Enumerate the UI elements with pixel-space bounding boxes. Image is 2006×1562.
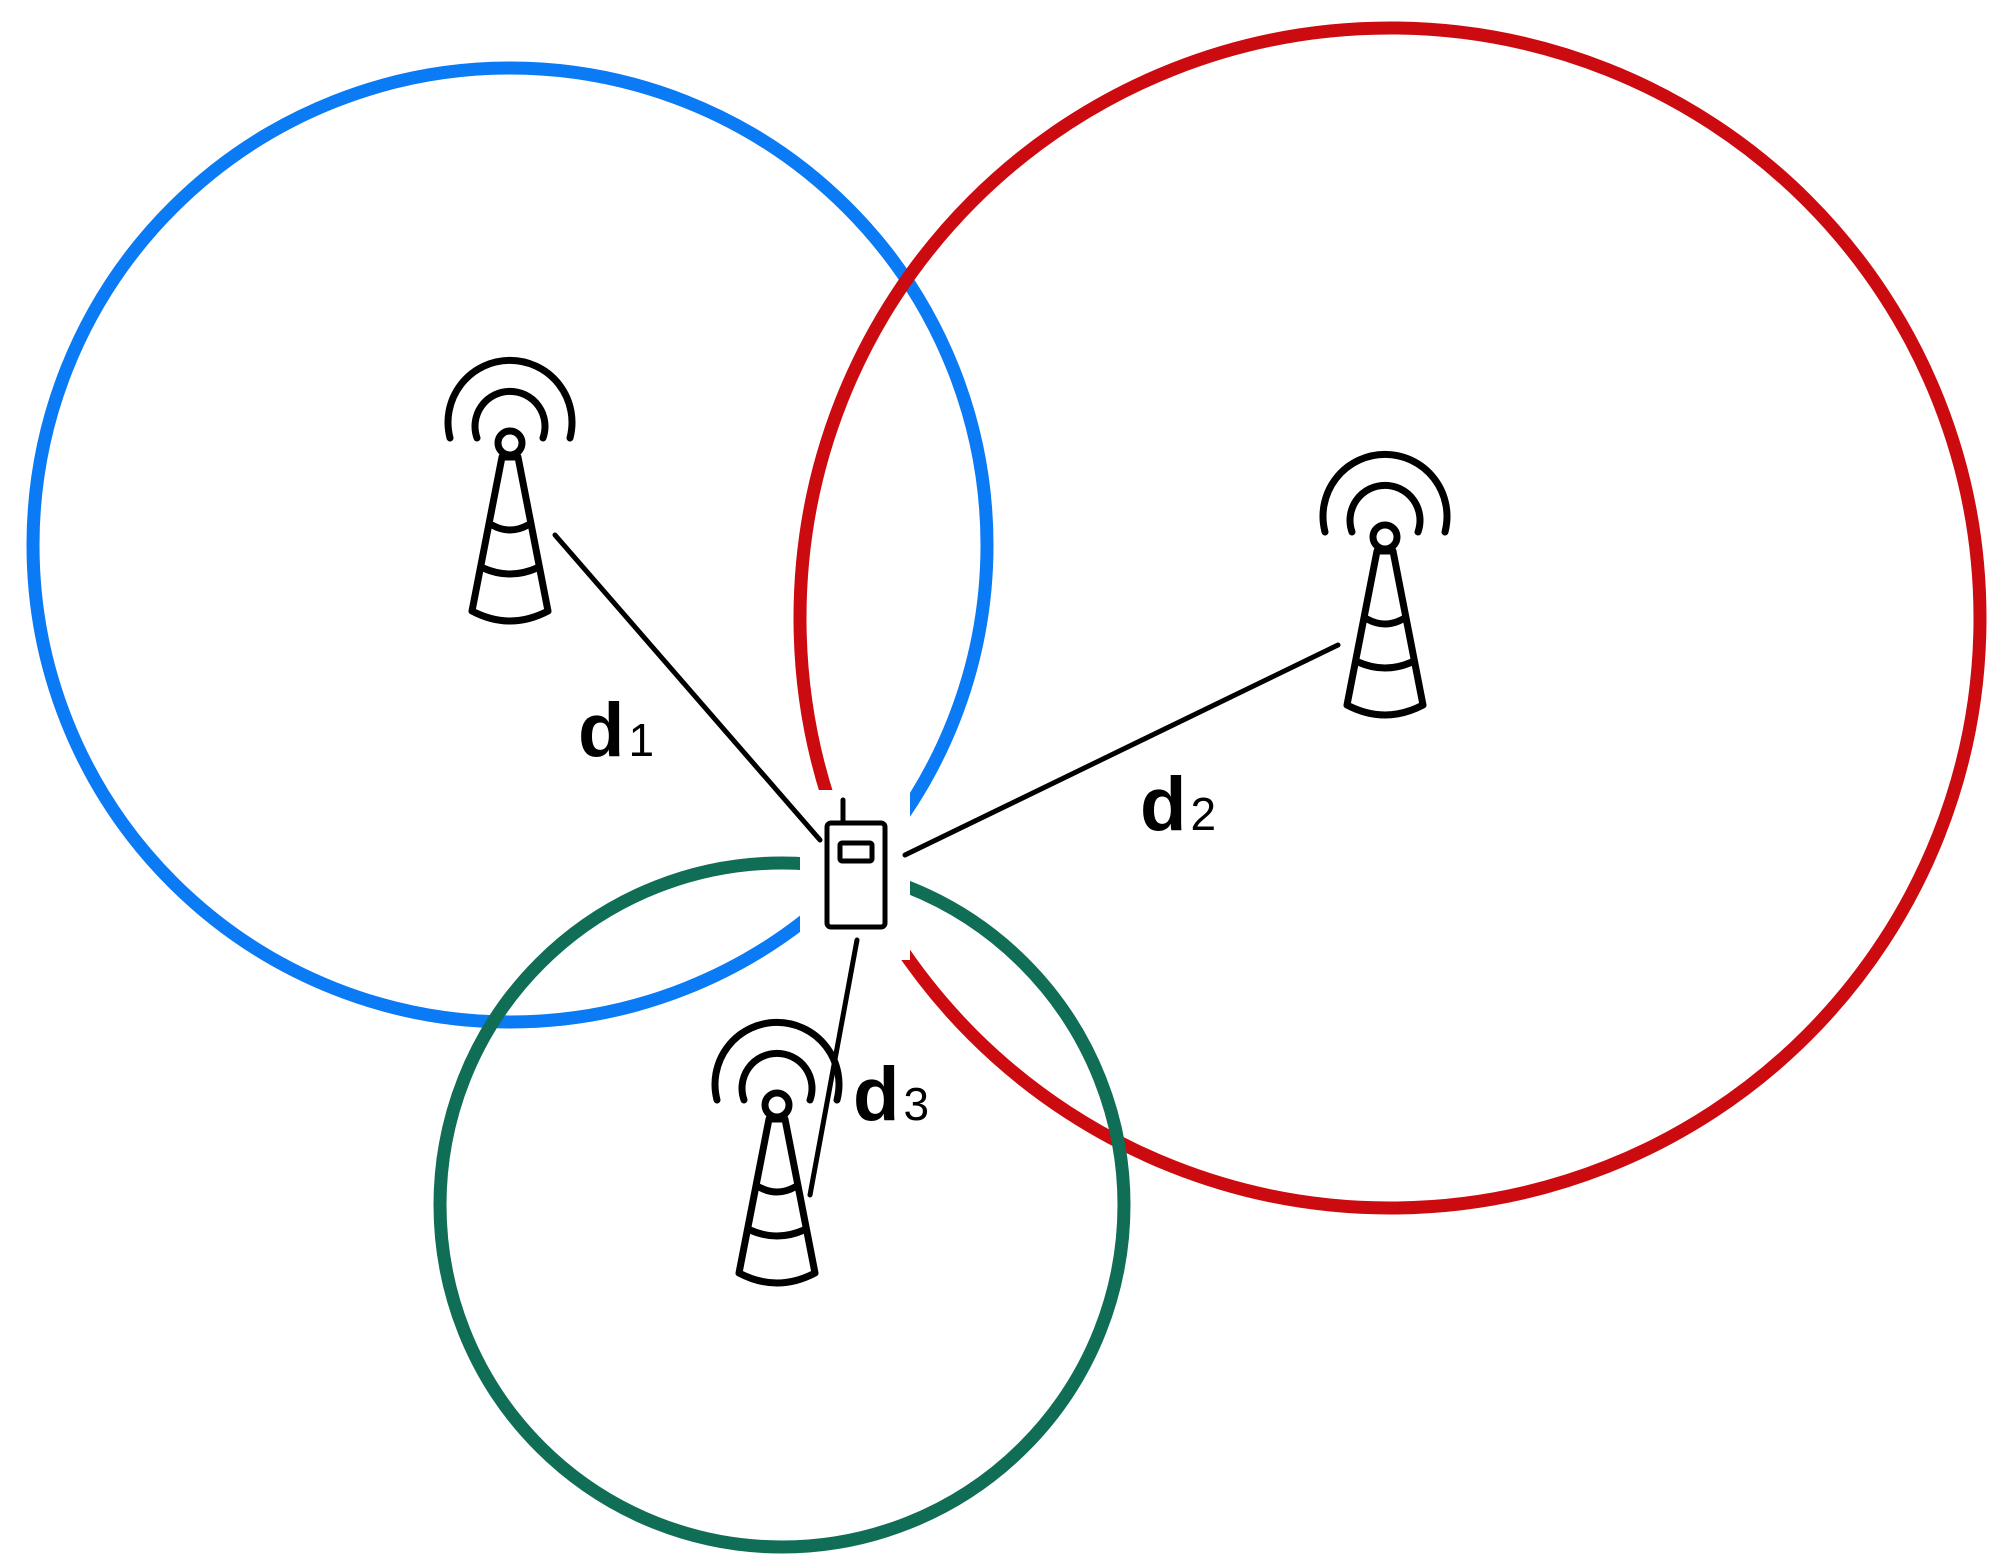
label-d1: d1 [578,688,654,773]
range-circle-2 [793,21,1987,1215]
tower-2-icon [1323,454,1447,715]
distance-line-d2 [902,642,1341,858]
mobile-device-icon [824,797,888,930]
range-circle-3 [433,856,1131,1554]
range-circle-1 [26,61,994,1029]
distance-line-d1 [552,532,823,843]
label-d2: d2 [1140,762,1216,847]
tower-3-icon [715,1022,839,1283]
label-d3: d3 [853,1052,929,1137]
tower-1-icon [448,360,572,621]
